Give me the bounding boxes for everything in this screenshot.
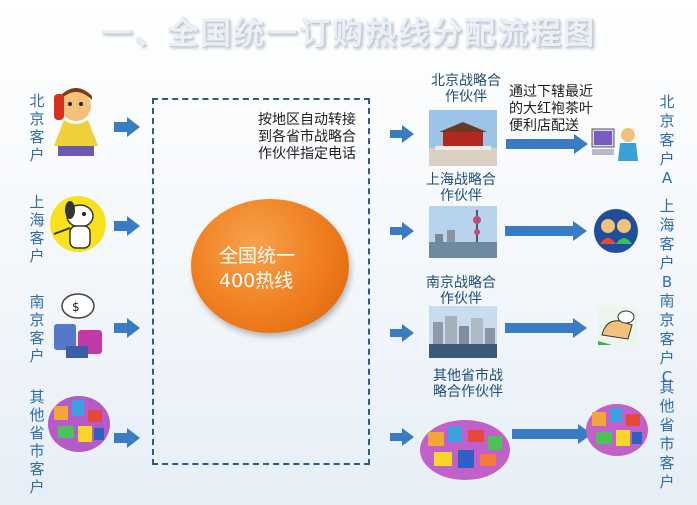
customer-label-other: 其他省市客户 — [28, 388, 46, 496]
nanjing-city-photo — [429, 306, 497, 358]
arrow-right-4 — [512, 424, 592, 444]
collage-icon-right — [584, 400, 650, 460]
routing-description: 按地区自动转接到各省市战略合作伙伴指定电话 — [258, 112, 358, 163]
customer-label-other-right: 其他省市客户 — [658, 378, 676, 492]
customer-label-beijing-a: 北京客户A — [658, 93, 676, 188]
mouse-hand-icon — [596, 305, 640, 347]
customer-label-nanjing-c: 南京客户C — [658, 292, 676, 387]
arrow-left-4 — [114, 428, 140, 448]
hotline-label: 全国统一400热线 — [219, 244, 329, 294]
arrow-right-3 — [505, 318, 587, 338]
collage-icon — [46, 392, 112, 456]
computer-user-icon — [588, 121, 642, 167]
partner-label-other: 其他省市战略合作伙伴 — [432, 368, 504, 400]
arrow-mid-2 — [390, 222, 414, 240]
partner-label-beijing: 北京战略合作伙伴 — [430, 73, 502, 105]
arrow-left-1 — [114, 117, 140, 137]
collage-photo — [418, 418, 512, 482]
partner-label-shanghai: 上海战略合作伙伴 — [425, 172, 497, 204]
arrow-mid-4 — [390, 428, 414, 446]
customer-label-beijing: 北京客户 — [28, 92, 46, 164]
page-title: 一、全国统一订购热线分配流程图 — [0, 8, 697, 53]
arrow-right-2 — [505, 221, 587, 241]
shopping-icon: $ — [48, 290, 110, 362]
arrow-right-1 — [506, 134, 588, 154]
arrow-mid-3 — [390, 324, 414, 342]
delivery-note: 通过下辖最近的大红袍茶叶便利店配送 — [509, 84, 593, 135]
arrow-left-2 — [114, 216, 140, 236]
shanghai-tower-photo — [429, 206, 497, 258]
phone-caller-icon — [48, 84, 106, 158]
arrow-left-3 — [114, 318, 140, 338]
partner-label-nanjing: 南京战略合作伙伴 — [425, 275, 497, 307]
dog-phone-icon — [48, 190, 108, 260]
arrow-mid-1 — [390, 125, 414, 143]
customer-label-nanjing: 南京客户 — [28, 293, 46, 365]
svg-text:$: $ — [72, 300, 80, 314]
customer-label-shanghai-b: 上海客户B — [658, 197, 676, 292]
forbidden-city-photo — [429, 110, 497, 166]
people-group-icon — [592, 208, 640, 254]
customer-label-shanghai: 上海客户 — [28, 193, 46, 265]
